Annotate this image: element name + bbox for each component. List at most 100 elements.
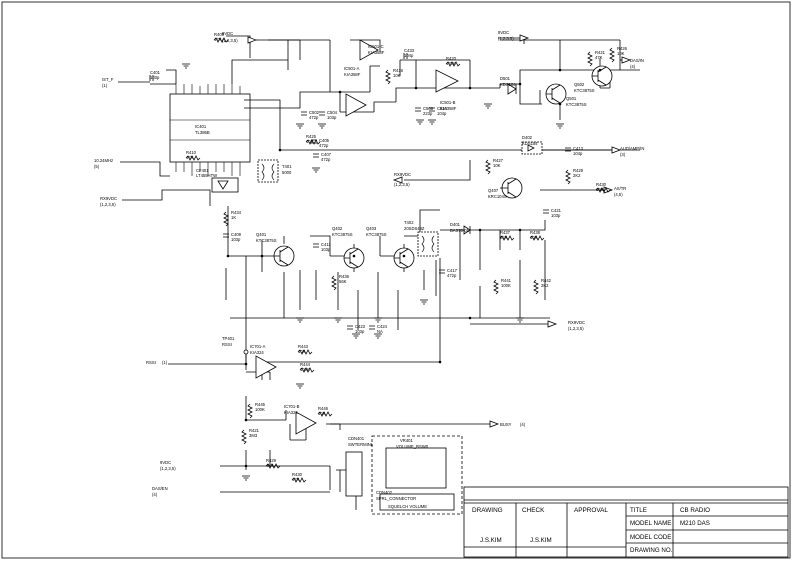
port-9vdc-top-ref: (1,2,3,5): [222, 38, 238, 43]
resistor-r425-14-ref: R425: [306, 134, 317, 139]
resistor-r437-24: [499, 235, 515, 241]
ground-symbol: [428, 119, 436, 125]
ic501a-opamp: IC501-A KIA358F: [344, 66, 367, 117]
resistor-r421-37-ref: R421: [249, 428, 260, 433]
resistor-r430-36: [291, 477, 307, 483]
port-ist-f-label: IST_F: [102, 77, 114, 82]
vr401-part: VOLUME_RSW0: [396, 444, 429, 449]
resistor-r410-2-ref: R410: [186, 150, 197, 155]
capacitor-c502-4-value: 472p: [309, 115, 319, 120]
capacitor-c504-5-ref: C504: [327, 110, 338, 115]
port-busy: BUSY (4): [330, 420, 526, 428]
port-rx9vdc-mid: RX9VDC (1,2,3,5): [392, 160, 471, 187]
resistor-r441-27-ref: R441: [501, 278, 512, 283]
capacitor-c413-16: [565, 147, 571, 152]
capacitor-c433-10: [403, 53, 408, 59]
capacitor-c508-7-ref: C508: [423, 106, 434, 111]
junction-dot: [244, 418, 248, 422]
t401-transformer: T401 5000: [257, 159, 292, 183]
ground-symbol: [352, 333, 360, 339]
resistor-r436-22-ref: R436: [339, 274, 350, 279]
resistor-r421-11-value: 47K: [595, 55, 603, 60]
capacitor-c502-4-ref: C502: [309, 110, 320, 115]
capacitor-c510-8-ref: C510: [437, 106, 448, 111]
ground-symbol: [296, 317, 304, 323]
capacitor-c502-4: [301, 111, 307, 116]
ground-symbol: [556, 123, 564, 129]
q401-label: Q401: [256, 232, 267, 237]
capacitor-c423-29: [347, 325, 353, 330]
resistor-r445-33: [247, 403, 253, 419]
resistor-r441-27: [493, 279, 499, 295]
resistor-r436-22-value: 56K: [339, 279, 347, 284]
check-header: CHECK: [522, 507, 545, 514]
capacitor-c424-30-ref: C424: [377, 324, 388, 329]
port-das-in-label: DAS/IN: [630, 58, 644, 63]
q402-label: Q402: [332, 226, 343, 231]
capacitor-c423-29-ref: C423: [355, 324, 366, 329]
q403-part: KTC3875S: [366, 232, 387, 237]
resistor-r416-6: [385, 69, 391, 85]
port-rx9vdc-left: RX9VDC (1,2,3,5): [100, 189, 211, 207]
q501-label: Q501: [566, 96, 577, 101]
ic701b-opamp: IC701-B KIA324: [284, 404, 317, 435]
port-rssi-ref: (1): [162, 360, 168, 365]
capacitor-c401-1: [149, 75, 154, 81]
resistor-r429-17-ref: R429: [573, 168, 584, 173]
junction-dot: [518, 228, 522, 232]
capacitor-c411-21-ref: C411: [321, 242, 331, 247]
port-9vdc-right-ref: (1,2,3,5): [498, 36, 514, 41]
port-das-en-label: DAS/EN: [152, 486, 168, 491]
capacitor-c421-26: [543, 209, 549, 214]
port-rx9vdc-right-label: RX9VDC: [568, 320, 585, 325]
capacitor-c424-30: [369, 325, 375, 330]
port-10mhz-ref: (5): [94, 164, 100, 169]
ic501c-opamp: IC501-C KIA358F: [359, 39, 385, 61]
ground-symbol: [374, 333, 382, 339]
capacitor-c417-23: [439, 269, 445, 274]
lower-wiring: [220, 371, 357, 510]
ic701a-label: IC701-A: [250, 344, 266, 349]
resistor-r426-12-ref: R426: [617, 46, 628, 51]
q407-transistor: Q407 KRC104S: [488, 177, 523, 199]
ground-symbol: [420, 299, 428, 305]
resistor-r442-28-value: 2K2: [541, 283, 549, 288]
resistor-r434-19: [223, 211, 229, 227]
ic501b-opamp: IC501-B KIA358F: [435, 69, 459, 111]
resistor-r426-12: [609, 47, 615, 63]
ic401-chip: IC401 TL386B: [169, 93, 251, 163]
capacitor-c407-13: [313, 153, 319, 158]
resistor-r421-11: [587, 51, 593, 67]
port-rx9vdc-mid-label: RX9VDC: [394, 172, 411, 177]
resistor-r421-11-ref: R421: [595, 50, 606, 55]
resistor-r420-9-value: 470K: [446, 61, 456, 66]
ic401-label: IC401: [195, 124, 207, 129]
resistor-r420-9: [445, 61, 461, 67]
capacitor-c409-20-value: 103p: [231, 237, 241, 242]
d501-label: D501: [500, 76, 511, 81]
cdn401-label: CDN401: [348, 436, 365, 441]
capacitor-c508-7: [415, 107, 421, 112]
tp401-label: TP401: [222, 336, 235, 341]
ic701a-part: KIA324: [250, 350, 264, 355]
port-ist-f: IST_F (1): [102, 77, 150, 88]
port-9vdc-top-label: 9VDC: [222, 31, 233, 36]
ground-symbol: [242, 475, 250, 481]
ic401-top-pins: [175, 84, 241, 176]
port-das-in: DAS/IN (4): [620, 56, 644, 69]
title-value: CB RADIO: [680, 507, 710, 514]
t402-part: 20SDS48Z: [404, 226, 425, 231]
capacitor-c433-10-value: 104p: [404, 53, 414, 58]
resistor-r410-2: [185, 155, 201, 161]
port-das-en: DAS/EN (4): [152, 486, 168, 497]
port-das-en-ref: (4): [152, 492, 158, 497]
port-9vdc-right: 9VDC (1,2,3,5): [498, 30, 530, 44]
resistor-r427-15: [485, 159, 491, 175]
resistor-r430-36-ref: R430: [292, 472, 303, 477]
port-9vdc-right-label: 9VDC: [498, 30, 509, 35]
ic501a-part: KIA358F: [344, 72, 361, 77]
resistor-r445-33-ref: R445: [255, 402, 266, 407]
capacitor-c409-20: [223, 233, 229, 238]
resistor-r429-17: [565, 169, 571, 185]
port-rssi: RSSI (1): [146, 360, 246, 365]
